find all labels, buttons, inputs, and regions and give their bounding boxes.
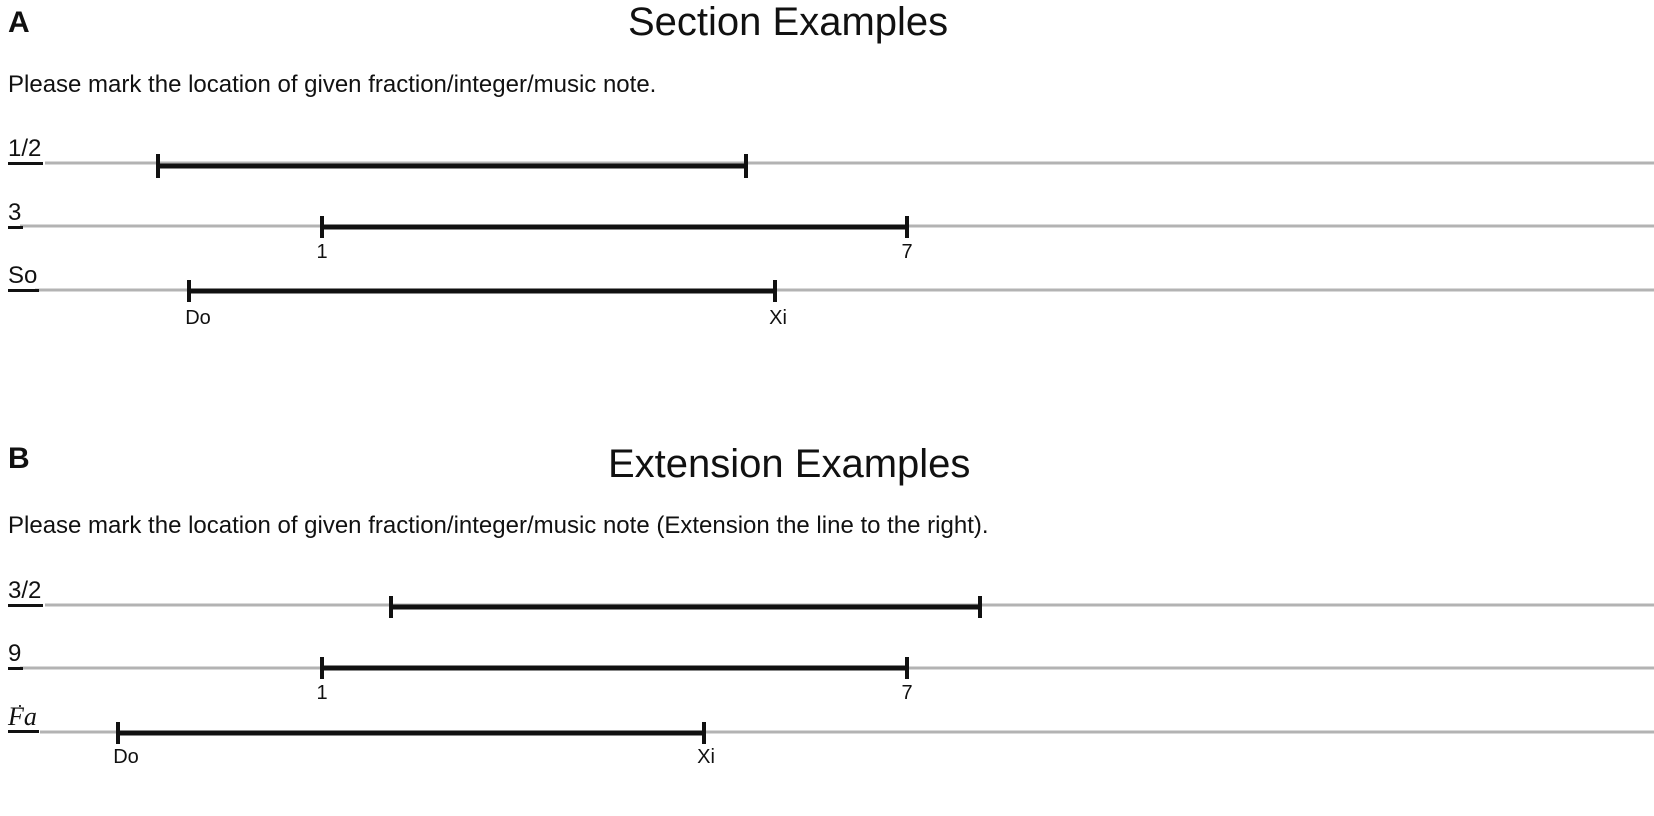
- tick-label-right: Xi: [769, 307, 787, 329]
- row-label-integer: 3: [8, 200, 24, 229]
- number-line-row: [45, 596, 1654, 618]
- panel-b-instruction: Please mark the location of given fracti…: [8, 512, 989, 539]
- panel-a-letter: A: [8, 6, 30, 39]
- tick-label-left: Do: [113, 746, 139, 768]
- number-line-row: [20, 657, 1654, 679]
- row-label-fraction: 3/2: [8, 578, 44, 607]
- panel-a-instruction: Please mark the location of given fracti…: [8, 71, 657, 98]
- row-label-fraction: 1/2: [8, 136, 44, 165]
- number-line-row: [35, 280, 1654, 302]
- tick-label-left: 1: [316, 241, 328, 263]
- number-line-row: [45, 154, 1654, 178]
- high-octave-dot-icon: ·: [17, 695, 23, 715]
- panel-b-letter: B: [8, 442, 30, 475]
- tick-label-right: Xi: [697, 746, 715, 768]
- number-line-row: [20, 216, 1654, 238]
- tick-label-right: 7: [901, 682, 913, 704]
- tick-label-left: Do: [185, 307, 211, 329]
- row-label-note: Fa: [8, 702, 39, 733]
- panel-b-title: Extension Examples: [608, 442, 971, 486]
- row-label-note: So: [8, 263, 40, 292]
- tick-label-right: 7: [901, 241, 913, 263]
- row-label-integer: 9: [8, 641, 24, 670]
- tick-label-left: 1: [316, 682, 328, 704]
- panel-a-title: Section Examples: [628, 0, 949, 44]
- number-line-row: [40, 722, 1654, 744]
